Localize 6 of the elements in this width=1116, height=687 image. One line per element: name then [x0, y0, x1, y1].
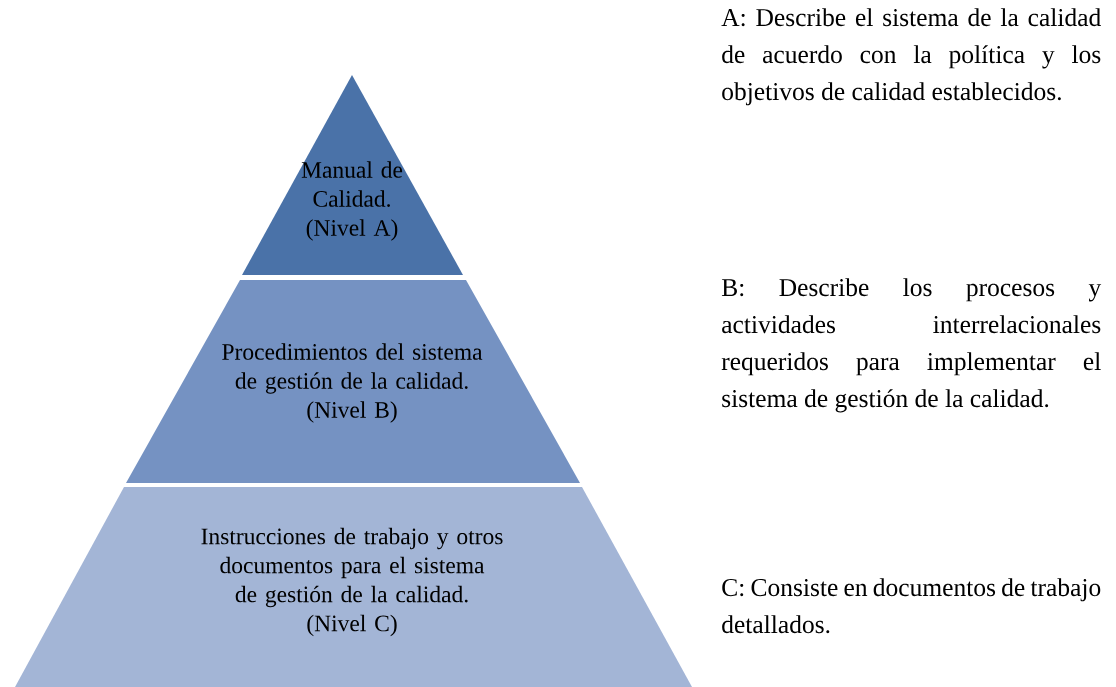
description-text: C: Consiste en documentos de trabajo detallados. — [722, 578, 1101, 634]
description-text: A: Describe el sistema de la calidad de acuerdo con la política y los objetivos de calidad establecidos. — [721, 8, 1101, 106]
pyramid-level: Procedimientos del sistema de gestión de la calidad. (Nivel B) — [126, 280, 580, 483]
pyramid-level: Manual de Calidad. (Nivel A) — [242, 75, 463, 275]
pyramid-level: Instrucciones de trabajo y otros documentos para el sistema de gestión de la calidad. (Nivel C) — [15, 487, 692, 687]
description-text: B: Describe los procesos y actividades interrelacionales requeridos para implementar el sistema de gestión de la calidad. — [721, 278, 1102, 413]
